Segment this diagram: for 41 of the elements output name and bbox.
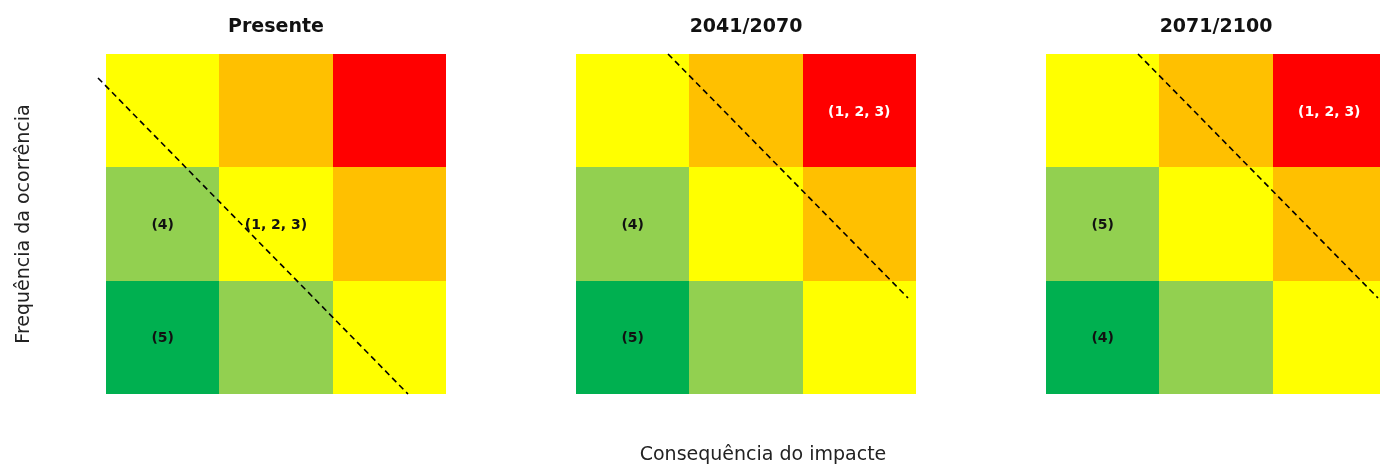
risk-cell <box>106 167 220 281</box>
cell-label: (5) <box>621 329 644 346</box>
cell-label: (4) <box>1091 329 1114 346</box>
cell-label: (5) <box>1091 216 1114 232</box>
risk-cell <box>1046 280 1160 394</box>
risk-cell <box>1159 167 1273 281</box>
risk-cell <box>689 167 803 281</box>
matrix-title: 2071/2100 <box>1159 14 1273 36</box>
risk-cell <box>576 280 690 394</box>
risk-cell <box>802 280 916 394</box>
risk-cell <box>332 54 446 168</box>
risk-cell <box>219 167 333 281</box>
risk-cell <box>689 54 803 168</box>
risk-cell <box>1046 54 1160 168</box>
cell-label: (4) <box>151 216 174 232</box>
risk-cell <box>689 280 803 394</box>
cell-label: (4) <box>621 216 644 232</box>
risk-cell <box>576 167 690 281</box>
risk-cell <box>1046 167 1160 281</box>
risk-cell <box>1159 280 1273 394</box>
risk-cell <box>106 280 220 394</box>
risk-cell <box>219 280 333 394</box>
risk-cell <box>219 54 333 168</box>
matrix-title: Presente <box>228 14 324 36</box>
cell-label: (1, 2, 3) <box>1298 102 1361 119</box>
risk-cell <box>1272 167 1380 281</box>
axis-label: Consequência do impacte <box>639 442 887 464</box>
matrix-title: 2041/2070 <box>689 14 803 36</box>
cell-label: (1, 2, 3) <box>244 216 308 232</box>
risk-cell <box>1159 54 1273 168</box>
cell-label: (5) <box>151 329 174 346</box>
risk-cell <box>106 54 220 168</box>
risk-cell <box>1272 54 1380 168</box>
risk-cell <box>576 54 690 168</box>
risk-cell <box>802 167 916 281</box>
risk-cell <box>802 54 916 168</box>
axis-label: Frequência da ocorrência <box>11 104 33 344</box>
risk-cell <box>332 167 446 281</box>
cell-label: (1, 2, 3) <box>828 102 891 119</box>
risk-cell <box>332 280 446 394</box>
risk-cell <box>1272 280 1380 394</box>
